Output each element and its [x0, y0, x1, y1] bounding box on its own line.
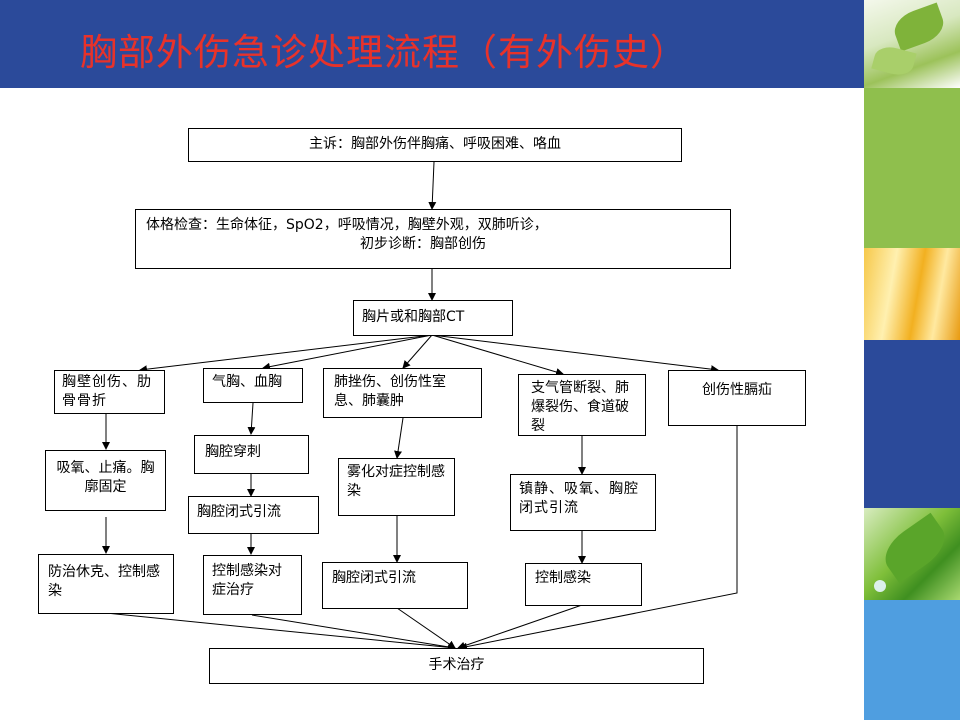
- branch-diaphragm-text: 创伤性膈疝: [702, 382, 772, 398]
- complaint-box: 主诉：胸部外伤伴胸痛、呼吸困难、咯血: [188, 128, 682, 162]
- branch-bronchus-box: 支气管断裂、肺爆裂伤、食道破裂: [518, 374, 646, 436]
- b2-step2-box: 胸腔闭式引流: [188, 496, 319, 534]
- light-blue-stripe: [864, 600, 960, 720]
- physical-exam-box: 体格检查：生命体征，SpO2，呼吸情况，胸壁外观，双肺听诊， 初步诊断：胸部创伤: [135, 209, 731, 269]
- branch-pneumothorax-box: 气胸、血胸: [203, 368, 303, 403]
- title-bar: 胸部外伤急诊处理流程（有外伤史）: [0, 0, 864, 88]
- arrow-b5-surgery: [459, 426, 738, 651]
- arrow-b1-surgery: [105, 612, 456, 652]
- b2-step1-text: 胸腔穿刺: [205, 444, 261, 460]
- green-stripe: [864, 88, 960, 248]
- b4-step1-box: 镇静、吸氧、胸腔闭式引流: [510, 474, 656, 531]
- exam-text: 体格检查：生命体征，SpO2，呼吸情况，胸壁外观，双肺听诊，: [146, 217, 548, 233]
- imaging-text: 胸片或和胸部CT: [362, 309, 465, 325]
- b4-step2-text: 控制感染: [535, 570, 591, 586]
- arrow-b2-surgery: [251, 614, 456, 651]
- arrow-b3-surgery: [396, 607, 456, 649]
- b1-step1-text: 吸氧、止痛。胸廓固定: [56, 460, 155, 495]
- arrow-b4-surgery: [457, 604, 583, 650]
- branch-lung-contusion-text: 肺挫伤、创伤性室息、肺囊肿: [334, 374, 446, 409]
- arrow-imaging-b1: [139, 334, 433, 374]
- b1-step2-box: 防治休克、控制感染: [38, 554, 174, 614]
- leaf-image-bottom: [864, 508, 960, 600]
- b3-step1-text: 雾化对症控制感染: [347, 464, 445, 499]
- surgery-text: 手术治疗: [428, 657, 485, 673]
- branch-bronchus-text: 支气管断裂、肺爆裂伤、食道破裂: [531, 380, 629, 434]
- b4-step2-box: 控制感染: [525, 563, 642, 606]
- b3-step2-box: 胸腔闭式引流: [322, 562, 468, 609]
- arrow-imaging-b2: [262, 334, 433, 371]
- complaint-text: 主诉：胸部外伤伴胸痛、呼吸困难、咯血: [309, 136, 561, 152]
- arrow-b2-step1: [247, 402, 256, 435]
- slide-title: 胸部外伤急诊处理流程（有外伤史）: [80, 31, 688, 74]
- diagnosis-text: 初步诊断：胸部创伤: [360, 236, 486, 252]
- b2-step3-text: 控制感染对症治疗: [212, 563, 282, 598]
- b2-step1-box: 胸腔穿刺: [194, 435, 309, 474]
- arrow-complaint-exam: [428, 161, 437, 210]
- arrow-imaging-b3: [402, 334, 433, 369]
- branch-chest-wall-box: 胸壁创伤、肋骨骨折: [54, 370, 165, 414]
- branch-chest-wall-text: 胸壁创伤、肋骨骨折: [62, 374, 152, 409]
- b3-step1-box: 雾化对症控制感染: [338, 458, 455, 516]
- b2-step2-text: 胸腔闭式引流: [197, 504, 281, 520]
- arrow-b3-step1: [394, 417, 404, 459]
- branch-lung-contusion-box: 肺挫伤、创伤性室息、肺囊肿: [323, 368, 482, 418]
- arrow-imaging-b5: [431, 334, 719, 374]
- branch-pneumothorax-text: 气胸、血胸: [212, 374, 282, 390]
- leaf-image-top: [864, 0, 960, 88]
- b1-step2-text: 防治休克、控制感染: [48, 564, 160, 599]
- b4-step1-text: 镇静、吸氧、胸腔闭式引流: [519, 481, 639, 516]
- b2-step3-box: 控制感染对症治疗: [203, 555, 302, 615]
- blue-stripe: [864, 340, 960, 508]
- b1-step1-box: 吸氧、止痛。胸廓固定: [45, 450, 166, 511]
- b3-step2-text: 胸腔闭式引流: [332, 570, 416, 586]
- imaging-box: 胸片或和胸部CT: [353, 300, 513, 336]
- flow-connectors: [102, 161, 738, 652]
- arrow-imaging-b4: [431, 334, 564, 376]
- yellow-plant-image: [864, 248, 960, 340]
- surgery-box: 手术治疗: [209, 648, 704, 684]
- branch-diaphragm-box: 创伤性膈疝: [668, 370, 806, 426]
